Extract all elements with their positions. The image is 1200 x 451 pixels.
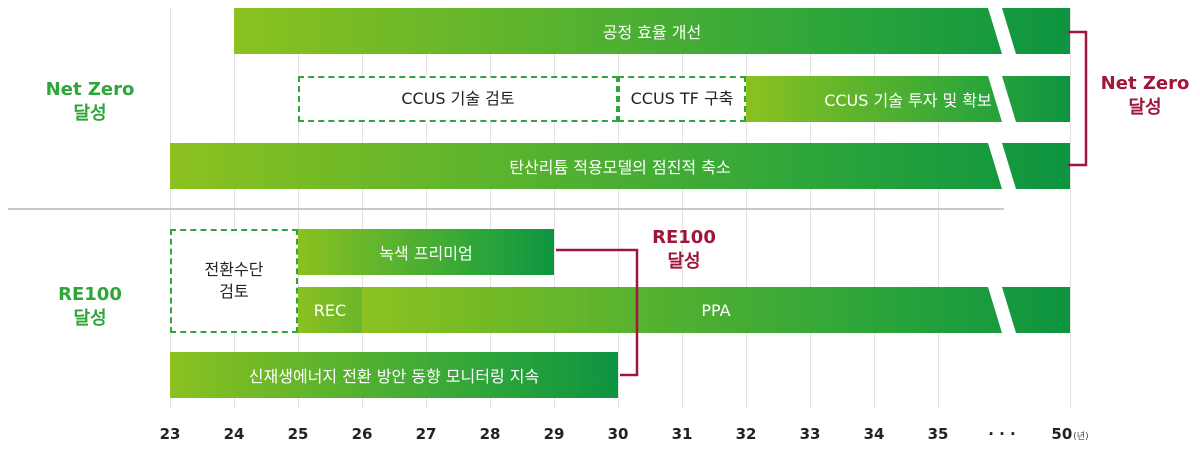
gantt-bar: 신재생에너지 전환 방안 동향 모니터링 지속 (170, 352, 618, 398)
gantt-bar: PPA (362, 287, 1070, 333)
gantt-bar: 공정 효율 개선 (234, 8, 1070, 54)
gantt-bar: CCUS 기술 투자 및 확보 (746, 76, 1070, 122)
x-tick-label: 24 (223, 425, 245, 443)
section-divider (8, 208, 1004, 210)
x-tick-label: 28 (479, 425, 501, 443)
netzero-bracket (1068, 30, 1088, 167)
x-tick-label: 35 (927, 425, 949, 443)
gantt-bar: 녹색 프리미엄 (298, 229, 554, 275)
axis-break-gap (988, 287, 1016, 333)
re100-section-label: RE100 달성 (58, 284, 122, 329)
x-tick-label: 29 (543, 425, 565, 443)
axis-break-mark (988, 76, 1016, 122)
gantt-bar: CCUS TF 구축 (618, 76, 746, 122)
re100-bracket (556, 248, 639, 377)
x-tick-label: 33 (799, 425, 821, 443)
x-tick-label: · · · (988, 425, 1016, 443)
axis-break-mark (988, 287, 1016, 333)
gantt-bar: 탄산리튬 적용모델의 점진적 축소 (170, 143, 1070, 189)
gridline (1070, 8, 1071, 408)
axis-break-mark (988, 143, 1016, 189)
x-tick-label: 30 (607, 425, 629, 443)
x-tick-label: 32 (735, 425, 757, 443)
x-tick-label: 26 (351, 425, 373, 443)
gantt-bar: CCUS 기술 검토 (298, 76, 618, 122)
x-tick-label: 31 (671, 425, 693, 443)
gantt-bar: 전환수단 검토 (170, 229, 298, 333)
netzero-goal-label: Net Zero 달성 (1100, 73, 1190, 118)
x-tick-label: 23 (159, 425, 181, 443)
gantt-bar: REC (298, 287, 362, 333)
axis-break-mark (988, 8, 1016, 54)
axis-break-gap (988, 8, 1016, 54)
netzero-section-label: Net Zero 달성 (45, 79, 135, 124)
x-tick-label: 50(년) (1051, 425, 1089, 443)
axis-break-gap (988, 143, 1016, 189)
x-unit-label: (년) (1073, 432, 1089, 442)
x-tick-label: 34 (863, 425, 885, 443)
x-tick-label: 25 (287, 425, 309, 443)
axis-break-gap (988, 76, 1016, 122)
re100-goal-label: RE100 달성 (652, 227, 716, 272)
x-tick-label: 27 (415, 425, 437, 443)
